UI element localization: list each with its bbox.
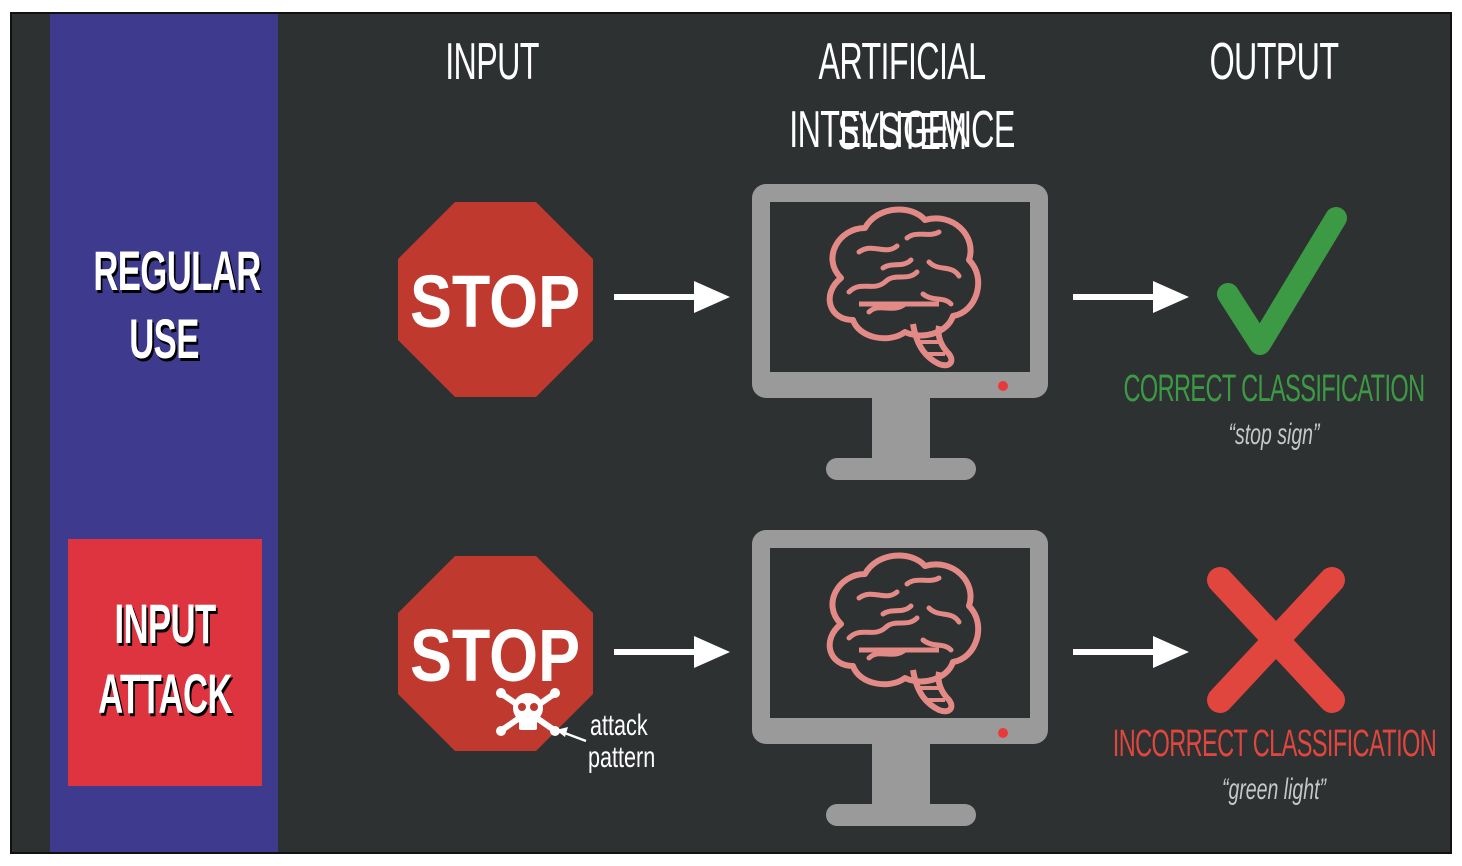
ai-to-output-arrow-attack [1073, 636, 1189, 668]
ai-monitor-regular [752, 184, 1048, 480]
check-icon [1217, 207, 1347, 355]
ai-monitor-attack [752, 530, 1048, 826]
output-column-header: OUTPUT [1209, 33, 1339, 91]
incorrect-classification-quote: “green light” [1221, 773, 1327, 806]
input-attack-label-line1: INPUT [114, 592, 216, 655]
correct-classification-quote: “stop sign” [1228, 418, 1320, 451]
stop-sign-regular [398, 202, 593, 397]
stop-sign-regular-text: STOP [410, 260, 580, 343]
stop-sign-attack-text: STOP [410, 614, 580, 697]
diagram-frame: REGULAR USE INPUT ATTACK INPUT ARTIFICIA… [10, 12, 1452, 854]
ai-system-header-line2: SYSTEM [837, 103, 967, 161]
input-column-header: INPUT [445, 33, 539, 91]
ai-system-header-line1: ARTIFICIAL INTELLIGENCE [789, 33, 1015, 159]
input-attack-label-box: INPUT ATTACK [68, 539, 262, 786]
skull-crossbones-icon [496, 688, 560, 736]
attack-annotation-line1: attack [590, 709, 648, 742]
input-attack-label-line2: ATTACK [98, 662, 232, 725]
input-to-ai-arrow-regular [614, 281, 730, 313]
attack-pointer-arrow [556, 727, 587, 743]
regular-use-label-line2: USE [129, 307, 199, 370]
input-to-ai-arrow-attack [614, 636, 730, 668]
x-icon [1207, 567, 1345, 713]
regular-use-label-line1: REGULAR [93, 239, 261, 302]
correct-classification-label: CORRECT CLASSIFICATION [1123, 368, 1426, 410]
diagram-graphics: STOP STOP [398, 184, 1347, 826]
attack-annotation-line2: pattern [588, 741, 656, 774]
incorrect-classification-label: INCORRECT CLASSIFICATION [1112, 723, 1437, 765]
ai-to-output-arrow-regular [1073, 281, 1189, 313]
